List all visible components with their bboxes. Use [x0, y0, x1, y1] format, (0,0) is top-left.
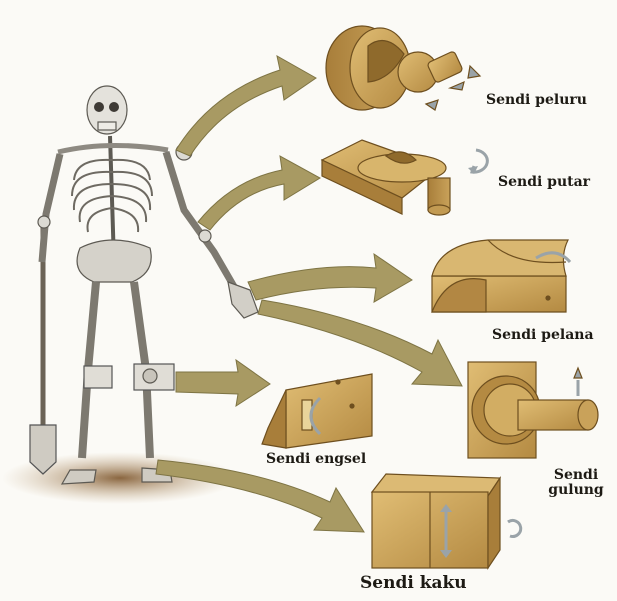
ball-joint-model [326, 26, 480, 110]
skeleton-figure [30, 86, 258, 484]
hinge-joint-model [262, 374, 372, 448]
label-sendi-kaku: Sendi kaku [360, 575, 467, 593]
roll-joint-model [468, 362, 598, 458]
arrow-to-peluru [176, 56, 316, 156]
label-sendi-gulung-line2: gulung [544, 483, 608, 498]
label-sendi-gulung: Sendi gulung [544, 468, 608, 497]
arrow-to-engsel [176, 360, 270, 406]
arrow-to-putar [198, 156, 320, 230]
pelvis [77, 240, 151, 282]
pivot-joint-model [322, 140, 487, 215]
label-sendi-putar: Sendi putar [498, 175, 590, 190]
label-sendi-engsel: Sendi engsel [266, 452, 366, 467]
label-sendi-peluru: Sendi peluru [486, 93, 587, 108]
label-sendi-pelana: Sendi pelana [492, 328, 594, 343]
arrow-to-gulung [258, 300, 462, 386]
arrow-to-pelana [248, 254, 412, 302]
label-sendi-gulung-line1: Sendi [544, 468, 608, 483]
knee-box-left [84, 366, 112, 388]
saddle-joint-model [432, 240, 570, 312]
fixed-joint-model [372, 474, 521, 568]
elbow-joint [199, 230, 211, 242]
